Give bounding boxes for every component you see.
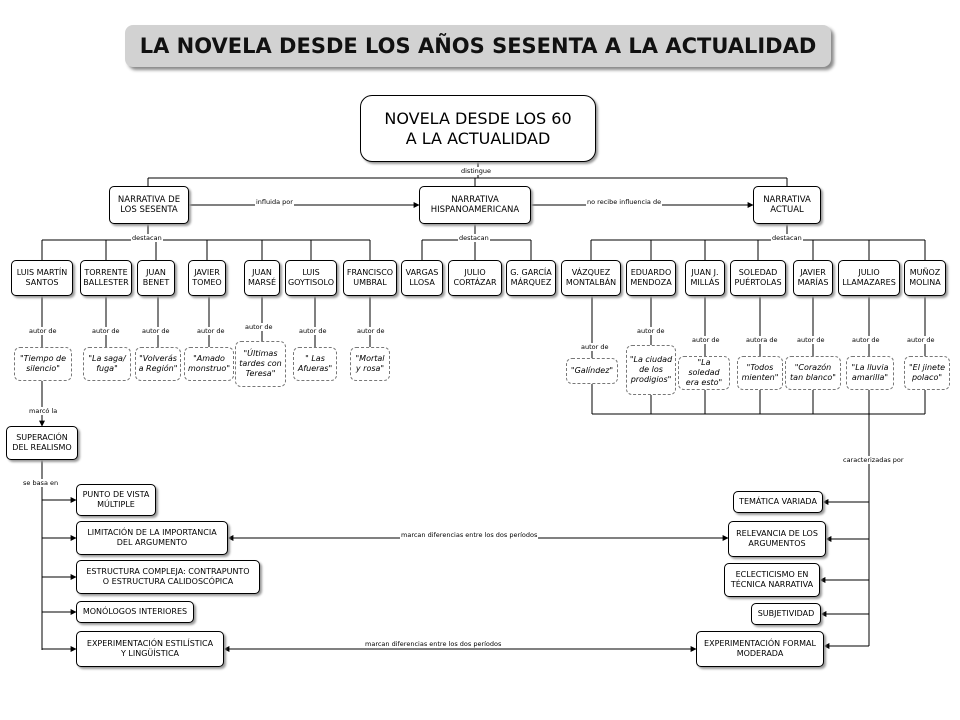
root-node: NOVELA DESDE LOS 60 A LA ACTUALIDAD — [360, 95, 596, 162]
author-llamazares: JULIO LLAMAZARES — [838, 260, 900, 296]
rel-puertolas: autora de — [745, 336, 779, 344]
node-superacion-realismo: SUPERACIÓN DEL REALISMO — [6, 426, 78, 460]
author-garcia-marquez: G. GARCÍA MÁRQUEZ — [506, 260, 556, 296]
label-destacan-actual: destacan — [771, 234, 803, 242]
rel-mendoza: autor de — [636, 327, 666, 335]
rel-martin-santos: autor de — [28, 327, 58, 335]
label-no-recibe: no recibe influencia de — [586, 198, 663, 206]
rel-millas: autor de — [691, 336, 721, 344]
label-marcan-1: marcan diferencias entre los dos período… — [400, 531, 539, 539]
rel-torrente: autor de — [91, 327, 121, 335]
author-tomeo: JAVIER TOMEO — [188, 260, 226, 296]
author-munoz-molina: MUÑOZ MOLINA — [904, 260, 946, 296]
author-cortazar: JULIO CORTÁZAR — [448, 260, 502, 296]
page-title: LA NOVELA DESDE LOS AÑOS SESENTA A LA AC… — [139, 34, 817, 58]
feature-tematica-variada: TEMÁTICA VARIADA — [733, 491, 823, 513]
author-goytisolo: LUIS GOYTISOLO — [285, 260, 337, 296]
feature-subjetividad: SUBJETIVIDAD — [751, 603, 821, 625]
work-corazon-tan-blanco: "Corazón tan blanco" — [785, 356, 841, 390]
label-se-basa: se basa en — [22, 479, 60, 487]
title-banner: LA NOVELA DESDE LOS AÑOS SESENTA A LA AC… — [125, 25, 831, 67]
rel-llamazares: autor de — [851, 336, 881, 344]
author-marias: JAVIER MARÍAS — [793, 260, 833, 296]
author-millas: JUAN J. MILLÁS — [685, 260, 725, 296]
rel-benet: autor de — [141, 327, 171, 335]
branch-actual: NARRATIVA ACTUAL — [753, 186, 821, 224]
label-marcan-2: marcan diferencias entre los dos período… — [364, 640, 503, 648]
work-amado-monstruo: "Amado monstruo" — [184, 347, 234, 381]
author-marse: JUAN MARSÉ — [244, 260, 280, 296]
work-el-jinete-polaco: "El jinete polaco" — [904, 356, 950, 390]
work-la-soledad-era-esto: "La soledad era esto" — [678, 356, 730, 390]
feature-relevancia-argumentos: RELEVANCIA DE LOS ARGUMENTOS — [728, 521, 826, 557]
label-distingue: distingue — [460, 167, 493, 175]
author-puertolas: SOLEDAD PUÉRTOLAS — [730, 260, 786, 296]
rel-marse: autor de — [244, 323, 274, 331]
work-mortal-y-rosa: "Mortal y rosa" — [350, 347, 390, 381]
rel-munoz-molina: autor de — [906, 336, 936, 344]
work-todos-mienten: "Todos mienten" — [737, 356, 783, 390]
rel-marias: autor de — [796, 336, 826, 344]
label-destacan-hispano: destacan — [458, 234, 490, 242]
label-influida: influida por — [255, 198, 294, 206]
feature-limitacion-argumento: LIMITACIÓN DE LA IMPORTANCIA DEL ARGUMEN… — [76, 521, 228, 555]
work-volveras-a-region: "Volverás a Región" — [135, 347, 181, 381]
feature-experimentacion-estilistica: EXPERIMENTACIÓN ESTILÍSTICA Y LINGÜÍSTIC… — [76, 631, 224, 667]
work-la-lluvia-amarilla: "La lluvia amarilla" — [846, 356, 894, 390]
label-destacan-sesenta: destacan — [131, 234, 163, 242]
label-marco: marcó la — [28, 407, 59, 415]
rel-umbral: autor de — [356, 327, 386, 335]
branch-sesenta: NARRATIVA DE LOS SESENTA — [109, 186, 189, 224]
work-tiempo-de-silencio: "Tiempo de silencio" — [14, 347, 72, 381]
author-martin-santos: LUIS MARTÍN SANTOS — [11, 260, 73, 296]
feature-experimentacion-formal: EXPERIMENTACIÓN FORMAL MODERADA — [696, 631, 824, 667]
author-mendoza: EDUARDO MENDOZA — [626, 260, 676, 296]
label-caracterizadas: caracterizadas por — [842, 456, 905, 464]
rel-goytisolo: autor de — [298, 327, 328, 335]
feature-estructura-compleja: ESTRUCTURA COMPLEJA: CONTRAPUNTO O ESTRU… — [76, 560, 260, 594]
work-galindez: "Galíndez" — [566, 358, 618, 384]
author-umbral: FRANCISCO UMBRAL — [343, 260, 397, 296]
branch-hispano: NARRATIVA HISPANOAMERICANA — [419, 186, 531, 224]
author-vargas-llosa: VARGAS LLOSA — [401, 260, 443, 296]
author-vazquez-montalban: VÁZQUEZ MONTALBÁN — [561, 260, 621, 296]
rel-vazquez-montalban: autor de — [580, 343, 610, 351]
author-benet: JUAN BENET — [137, 260, 175, 296]
feature-monologos-interiores: MONÓLOGOS INTERIORES — [76, 601, 194, 623]
work-la-saga-fuga: "La saga/ fuga" — [83, 347, 131, 381]
work-ultimas-tardes: "Últimas tardes con Teresa" — [235, 341, 286, 387]
work-la-ciudad-de-los-prodigios: "La ciudad de los prodigios" — [626, 345, 676, 395]
work-las-afueras: " Las Afueras" — [293, 347, 337, 381]
feature-eclecticismo: ECLECTICISMO EN TÉCNICA NARRATIVA — [724, 563, 820, 597]
feature-punto-de-vista: PUNTO DE VISTA MÚLTIPLE — [76, 484, 156, 516]
rel-tomeo: autor de — [196, 327, 226, 335]
author-torrente: TORRENTE BALLESTER — [80, 260, 132, 296]
